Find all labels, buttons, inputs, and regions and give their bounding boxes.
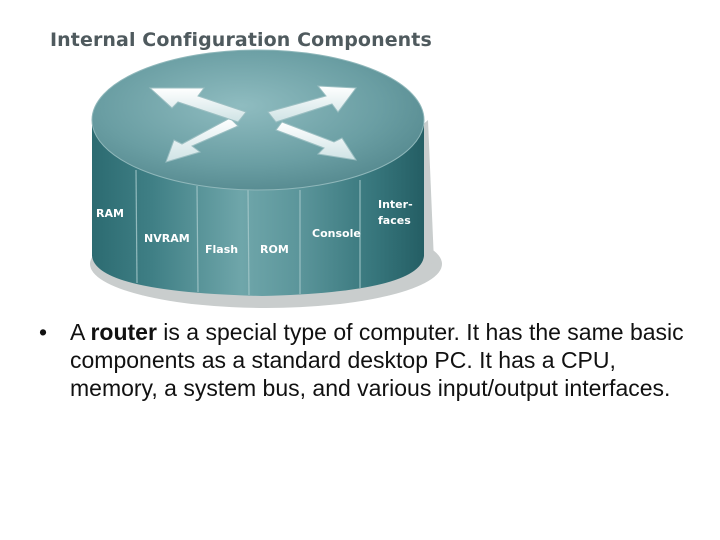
label-interfaces-line1: Inter- xyxy=(378,198,413,211)
bullet-bold-term: router xyxy=(90,319,157,345)
cylinder-top xyxy=(91,49,425,191)
label-nvram: NVRAM xyxy=(144,232,190,245)
router-cylinder-diagram: RAM NVRAM Flash ROM Console Inter- faces xyxy=(90,49,442,308)
bullet-text-start: A xyxy=(70,319,91,345)
router-arrows-icon xyxy=(148,85,358,163)
label-rom: ROM xyxy=(260,243,289,256)
bullet-text-rest: is a special type of computer. It has th… xyxy=(70,319,684,401)
figure-title: Internal Configuration Components xyxy=(50,29,432,51)
label-interfaces-line2: faces xyxy=(378,214,411,227)
panel-dividers xyxy=(135,169,361,296)
bullet-item: • A router is a special type of computer.… xyxy=(32,318,692,402)
label-flash: Flash xyxy=(205,243,238,256)
arrow-lower-left-icon xyxy=(165,117,239,163)
bullet-list: • A router is a special type of computer.… xyxy=(32,318,692,402)
arrow-upper-right-icon xyxy=(267,85,357,123)
arrow-lower-right-icon xyxy=(275,121,358,161)
bullet-marker: • xyxy=(39,319,48,345)
label-ram: RAM xyxy=(96,207,124,220)
arrow-upper-left-icon xyxy=(148,87,247,123)
label-console: Console xyxy=(312,227,361,240)
